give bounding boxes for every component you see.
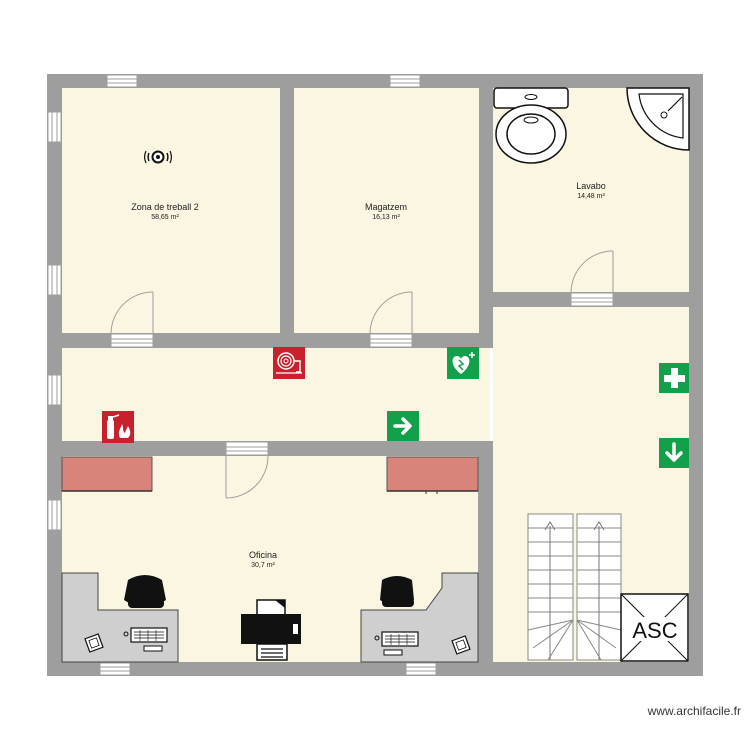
wall-oficina-hall: [478, 441, 493, 662]
floor-magatzem[interactable]: [294, 88, 479, 333]
wall-corridor-oficina: [62, 441, 493, 456]
computer-icon[interactable]: [374, 631, 419, 656]
wall-zona-magatzem: [280, 88, 294, 348]
phone-icon[interactable]: [84, 633, 104, 653]
stair-direction-arrow: [544, 521, 556, 660]
window-bottom-1: [99, 662, 131, 676]
lavabo-area: 14,48 m²: [577, 193, 605, 200]
stair-direction-arrow: [593, 521, 605, 660]
toilet-icon[interactable]: [493, 87, 569, 164]
window-left-3: [47, 374, 62, 406]
door-zona[interactable]: [110, 291, 154, 348]
wall-magatzem-lavabo: [479, 88, 493, 348]
motion-sensor-icon: [144, 150, 172, 164]
room-labels: Zona de treball 2 58,65 m² Magatzem 16,1…: [131, 181, 606, 569]
watermark: www.archifacile.fr: [647, 704, 741, 718]
exit-arrow-right-icon: [387, 411, 419, 441]
first-aid-cross-icon: [659, 363, 689, 393]
magatzem-name: Magatzem: [365, 202, 407, 212]
elevator-label: ASC: [632, 618, 677, 643]
window-left-4: [47, 499, 62, 531]
fire-hose-icon: [273, 347, 305, 379]
door-oficina[interactable]: [225, 441, 269, 499]
staircase[interactable]: [527, 513, 622, 661]
window-bottom-2: [405, 662, 437, 676]
aed-defibrillator-icon: [447, 347, 479, 379]
printer-icon[interactable]: [241, 599, 301, 661]
wall-outer-bottom: [47, 662, 703, 676]
window-top-1: [106, 74, 138, 88]
zona-name: Zona de treball 2: [131, 202, 199, 212]
sink-icon[interactable]: [626, 87, 690, 151]
exit-arrow-down-icon: [659, 438, 689, 468]
elevator[interactable]: ASC: [620, 593, 689, 662]
cabinets: [61, 456, 479, 494]
window-left-2: [47, 264, 62, 296]
oficina-name: Oficina: [249, 550, 277, 560]
zona-area: 58,65 m²: [151, 214, 179, 221]
floor-zona-de-treball[interactable]: [62, 88, 280, 333]
fire-extinguisher-icon: [102, 411, 134, 443]
oficina-area: 30,7 m²: [251, 562, 275, 569]
office-chair-icon[interactable]: [380, 576, 414, 607]
magatzem-area: 16,13 m²: [372, 214, 400, 221]
cabinet-right[interactable]: [386, 456, 479, 492]
door-lavabo[interactable]: [570, 250, 614, 307]
phone-icon[interactable]: [451, 635, 471, 655]
cabinet-left[interactable]: [61, 456, 153, 492]
office-chair-icon[interactable]: [124, 575, 166, 608]
windows: [47, 74, 437, 676]
doors: [110, 250, 614, 499]
computer-icon[interactable]: [123, 627, 168, 652]
window-left-1: [47, 111, 62, 143]
wall-outer-right: [689, 74, 703, 676]
wall-outer-top: [47, 74, 703, 88]
window-top-2: [389, 74, 421, 88]
door-magatzem[interactable]: [369, 291, 413, 348]
lavabo-name: Lavabo: [576, 181, 606, 191]
